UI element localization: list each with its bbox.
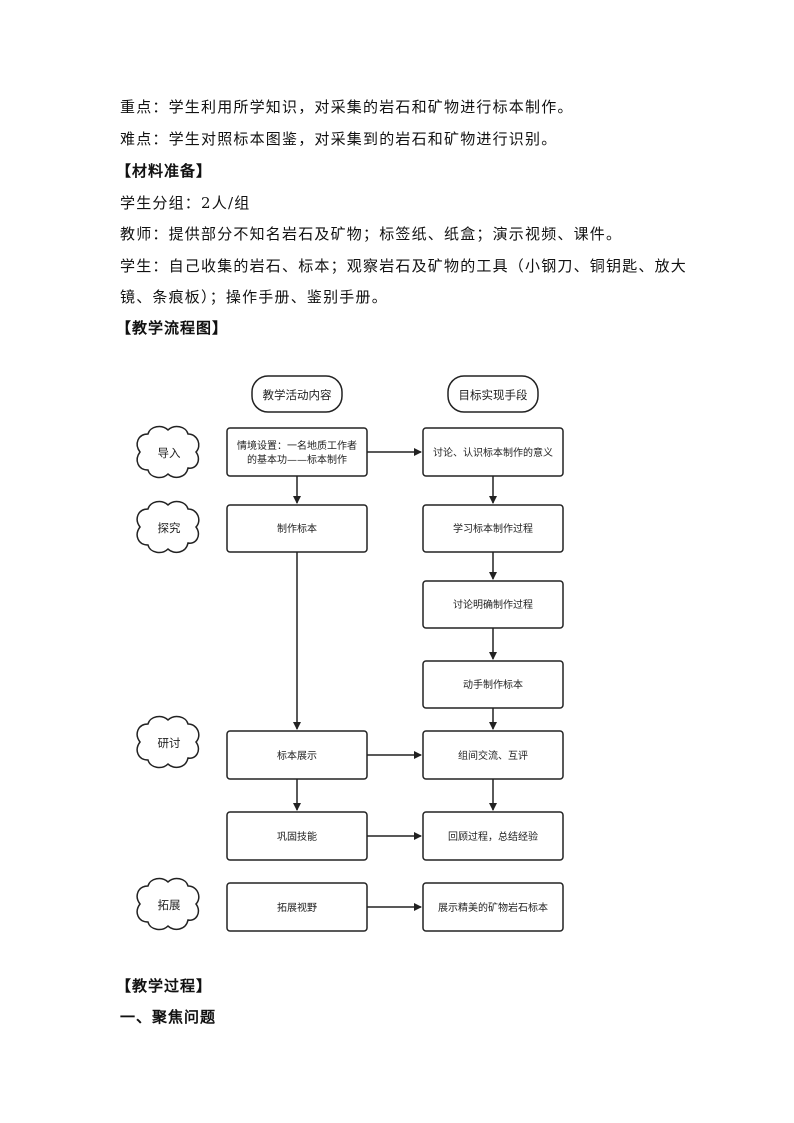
stage-cloud-discuss: 研讨 — [136, 715, 200, 769]
left-box-scenario — [226, 427, 368, 477]
teacher-materials: 教师：提供部分不知名岩石及矿物；标签纸、纸盒；演示视频、课件。 — [120, 225, 623, 243]
right-box-review-summary-label: 回顾过程，总结经验 — [448, 830, 538, 843]
grouping-line: 学生分组：2人/组 — [120, 194, 251, 212]
right-box-learn-process-label: 学习标本制作过程 — [453, 522, 533, 535]
header-right-label: 目标实现手段 — [459, 388, 528, 402]
right-box-hands-on-label: 动手制作标本 — [463, 678, 523, 691]
stage-label-explore: 探究 — [158, 521, 181, 535]
header-left-box — [251, 375, 343, 413]
left-box-scenario-line1: 情境设置：一名地质工作者 — [237, 439, 357, 452]
stage-cloud-extend: 拓展 — [136, 877, 200, 931]
stage-cloud-explore: 探究 — [136, 500, 200, 554]
header-left-label: 教学活动内容 — [263, 388, 332, 402]
left-box-show-specimen-label: 标本展示 — [277, 749, 317, 762]
right-box-clarify-process-label: 讨论明确制作过程 — [453, 598, 533, 611]
right-box-significance-label: 讨论、认识标本制作的意义 — [433, 446, 553, 459]
stage-cloud-intro: 导入 — [136, 425, 200, 479]
stage-label-discuss: 研讨 — [158, 736, 181, 750]
stage-label-extend: 拓展 — [158, 898, 181, 912]
difficulty-point: 难点：学生对照标本图鉴，对采集到的岩石和矿物进行识别。 — [120, 130, 558, 148]
stage-label-intro: 导入 — [158, 446, 181, 460]
right-box-display-fine-label: 展示精美的矿物岩石标本 — [438, 901, 548, 914]
focus-point: 重点：学生利用所学知识，对采集的岩石和矿物进行标本制作。 — [120, 98, 574, 116]
left-box-scenario-line2: 的基本功——标本制作 — [247, 453, 347, 466]
section1-heading: 一、聚焦问题 — [120, 1008, 217, 1026]
materials-heading: 【材料准备】 — [116, 162, 213, 180]
process-heading: 【教学过程】 — [116, 977, 213, 995]
right-box-review-summary — [422, 811, 564, 861]
left-box-make-specimen-label: 制作标本 — [277, 522, 317, 535]
right-box-display-fine — [422, 882, 564, 932]
student-materials-line1: 学生：自己收集的岩石、标本；观察岩石及矿物的工具（小钢刀、铜钥匙、放大 — [120, 257, 688, 275]
header-right-box — [447, 375, 539, 413]
right-box-peer-review-label: 组间交流、互评 — [458, 749, 528, 762]
flowchart-heading: 【教学流程图】 — [116, 319, 229, 337]
left-box-consolidate-label: 巩固技能 — [277, 830, 317, 843]
student-materials-line2: 镜、条痕板）；操作手册、鉴别手册。 — [120, 288, 388, 306]
left-box-broaden-label: 拓展视野 — [277, 901, 317, 914]
